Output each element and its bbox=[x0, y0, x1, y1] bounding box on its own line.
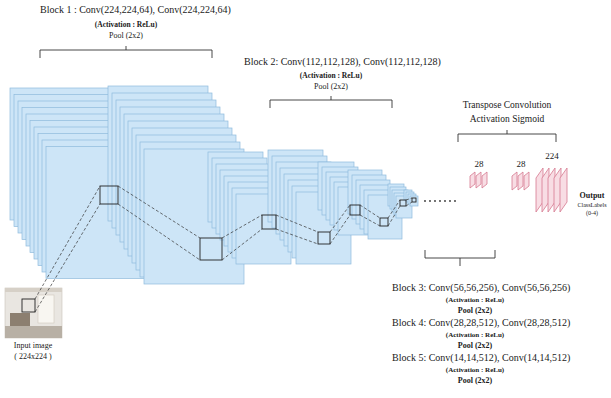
block-bracket bbox=[270, 96, 392, 108]
projection-line bbox=[388, 200, 400, 226]
kernel-square bbox=[318, 232, 330, 244]
brackets bbox=[40, 46, 556, 266]
upsample-map bbox=[512, 172, 517, 190]
input-photo bbox=[5, 288, 62, 338]
upsample-map bbox=[518, 172, 523, 190]
upsample-map bbox=[482, 172, 487, 188]
projection-line bbox=[276, 215, 318, 244]
block-title: Block 4: Conv(28,28,512), Conv(28,28,512… bbox=[392, 317, 570, 328]
kernel-square bbox=[200, 238, 222, 260]
pool-note: Pool (2x2) bbox=[458, 377, 492, 386]
activation-note: (Activation : ReLu) bbox=[446, 297, 504, 305]
block-bracket bbox=[425, 250, 495, 266]
kernel-square bbox=[350, 205, 360, 215]
photo-floor bbox=[5, 326, 62, 338]
output-label: ClassLabels bbox=[578, 202, 607, 209]
kernel-square bbox=[412, 198, 416, 202]
activation-note: (Activation : ReLu) bbox=[446, 367, 504, 375]
input-label: ( 224x224 ) bbox=[14, 353, 51, 362]
block-title: Block 5: Conv(14,14,512), Conv(14,14,512… bbox=[392, 352, 570, 363]
projection-line bbox=[330, 205, 350, 244]
upsample-map bbox=[560, 168, 567, 212]
kernel-square bbox=[400, 200, 406, 206]
pool-note: Pool (2x2) bbox=[109, 32, 143, 41]
input-label: Input image bbox=[14, 342, 52, 351]
photo-window bbox=[38, 295, 54, 323]
photo-wall bbox=[5, 288, 62, 338]
kernel-squares bbox=[100, 186, 416, 260]
projection-lines bbox=[35, 186, 412, 312]
continuation-dots bbox=[424, 200, 456, 202]
activation-note: (Activation : ReLu) bbox=[95, 21, 158, 29]
projection-line bbox=[35, 186, 100, 312]
pool-note: Pool (2x2) bbox=[458, 307, 492, 316]
output-label: Output bbox=[580, 192, 605, 201]
photo-sofa bbox=[10, 313, 30, 326]
pool-note: Pool (2x2) bbox=[458, 342, 492, 351]
activation-note: (Activation : ReLu) bbox=[446, 332, 504, 340]
kernel-square bbox=[380, 218, 388, 226]
block-title: Block 3: Conv(56,56,256), Conv(56,56,256… bbox=[392, 282, 570, 293]
block-bracket bbox=[458, 130, 556, 142]
block-bracket bbox=[40, 46, 212, 58]
output-label: (0-4) bbox=[586, 210, 598, 217]
photo-ceiling bbox=[5, 288, 62, 292]
kernel-square bbox=[100, 186, 118, 204]
layer-title: Activation Sigmoid bbox=[470, 114, 545, 124]
feature-map-layer bbox=[410, 196, 418, 206]
projection-line bbox=[406, 198, 412, 206]
size-label: 224 bbox=[545, 152, 559, 162]
upsample-map bbox=[476, 172, 481, 188]
size-label: 28 bbox=[517, 160, 526, 170]
upsample-map bbox=[524, 172, 529, 190]
size-label: 28 bbox=[475, 160, 484, 170]
upsample-map bbox=[470, 172, 475, 188]
activation-note: (Activation : ReLu) bbox=[300, 72, 363, 80]
projection-line bbox=[360, 205, 380, 226]
transpose-maps bbox=[470, 168, 567, 212]
block-title: Block 2: Conv(112,112,128), Conv(112,112… bbox=[244, 56, 441, 67]
projection-line bbox=[222, 215, 262, 260]
kernel-square bbox=[262, 215, 276, 229]
pool-note: Pool (2x2) bbox=[314, 83, 348, 92]
projection-line bbox=[118, 186, 200, 260]
layer-title: Transpose Convolution bbox=[463, 100, 552, 110]
kernel-square bbox=[22, 299, 35, 312]
block-title: Block 1 : Conv(224,224,64), Conv(224,224… bbox=[40, 4, 231, 15]
